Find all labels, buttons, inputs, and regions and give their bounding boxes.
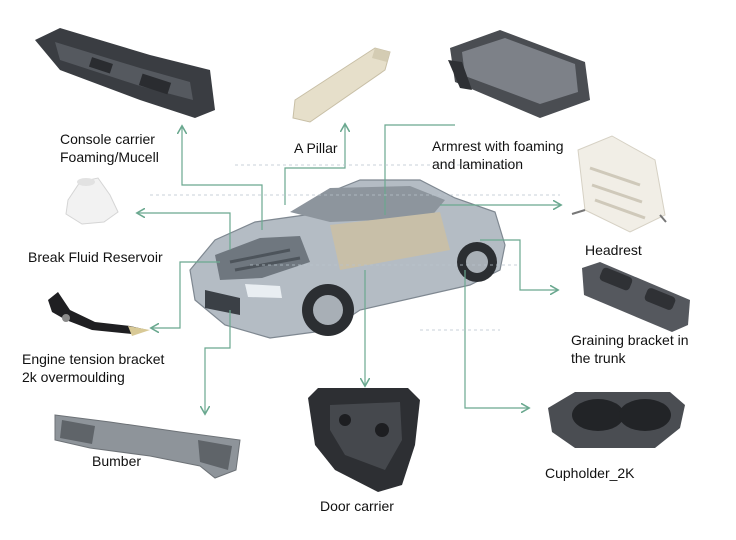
armrest-part <box>448 30 590 118</box>
label-engine-tension-bracket: Engine tension bracket 2k overmoulding <box>22 351 165 385</box>
car-illustration <box>189 179 506 339</box>
connector-cupholder <box>464 270 528 408</box>
connector-lines <box>138 125 560 413</box>
label-door-carrier: Door carrier <box>320 498 394 514</box>
label-cupholder: Cupholder_2K <box>545 465 635 481</box>
label-headrest: Headrest <box>585 242 642 258</box>
console-carrier-part <box>35 28 215 118</box>
label-graining-bracket: Graining bracket in the trunk <box>571 332 689 366</box>
graining-bracket-part <box>582 262 690 332</box>
connector-console <box>182 127 263 230</box>
connector-armrest <box>384 124 455 215</box>
connector-a-pillar <box>284 125 345 205</box>
connector-graining <box>480 239 557 290</box>
label-armrest: Armrest with foaming and lamination <box>432 138 564 172</box>
bumper-part <box>54 414 241 479</box>
label-bumper: Bumber <box>92 453 142 469</box>
headrest-part <box>571 135 667 233</box>
connector-brake <box>138 213 231 250</box>
connector-engine <box>152 261 220 328</box>
a-pillar-part <box>292 47 391 123</box>
label-console-carrier: Console carrier Foaming/Mucell <box>60 131 159 165</box>
label-brake-fluid-reservoir: Break Fluid Reservoir <box>28 249 163 265</box>
brake-reservoir-part <box>65 177 119 225</box>
connector-bumper <box>205 310 231 413</box>
door-carrier-part <box>308 388 420 492</box>
cupholder-part <box>548 392 685 448</box>
connector-dashes <box>150 164 560 331</box>
engine-bracket-part <box>48 292 150 336</box>
label-a-pillar: A Pillar <box>294 140 338 156</box>
